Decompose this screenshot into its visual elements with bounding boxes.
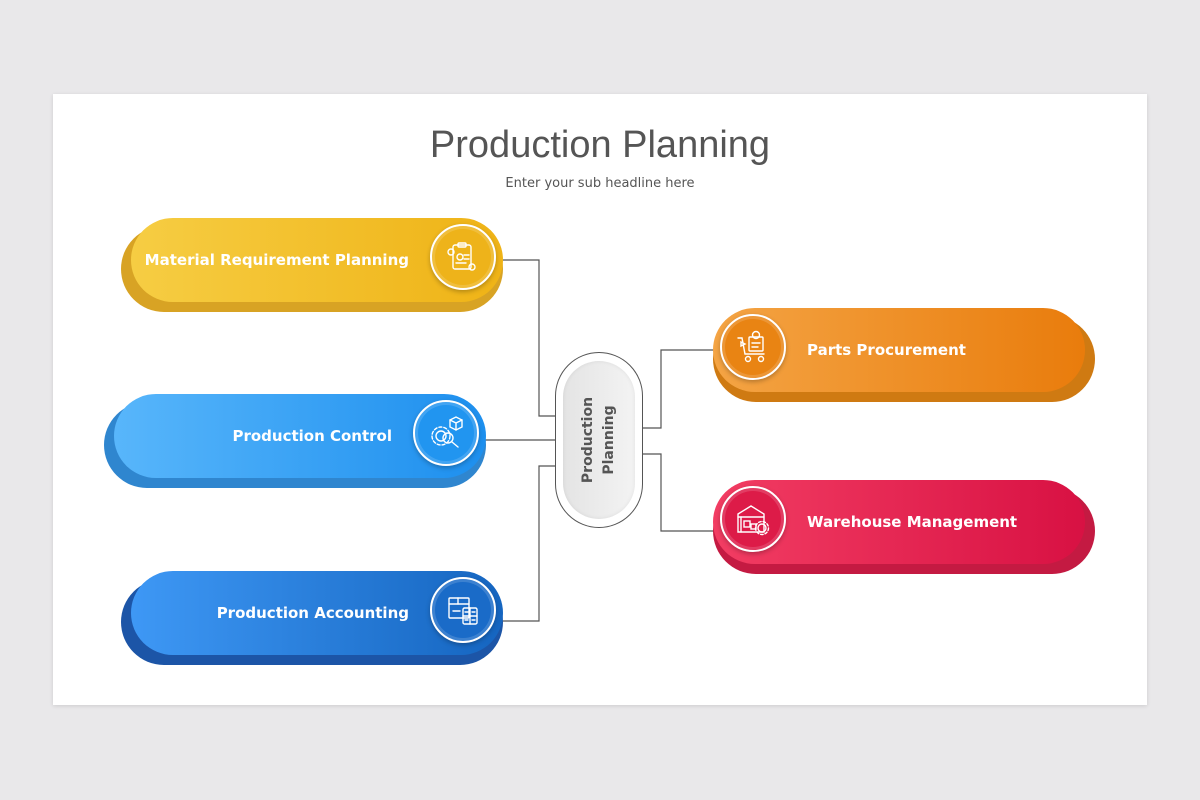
center-node-inner: Production Planning: [563, 361, 635, 519]
clipboard-checklist-icon: [447, 242, 476, 271]
center-node: Production Planning: [555, 352, 643, 528]
icon-badge: [413, 400, 479, 466]
page-title: Production Planning: [429, 124, 771, 166]
connector-production-accounting: [503, 465, 555, 622]
pill: Warehouse Management: [713, 480, 1085, 564]
icon-badge: [430, 224, 496, 290]
pill: Parts Procurement: [713, 308, 1085, 392]
node-parts-procurement: Parts Procurement: [713, 308, 1095, 402]
pill: Production Control: [114, 394, 486, 478]
node-warehouse-management: Warehouse Management: [713, 480, 1095, 574]
slide: Production Planning Enter your sub headl…: [53, 94, 1147, 705]
page-subtitle: Enter your sub headline here: [505, 176, 695, 191]
box-calculator-icon: [448, 597, 478, 625]
connector-mrp: [503, 259, 555, 417]
node-production-accounting: Production Accounting: [121, 571, 503, 665]
icon-badge: [430, 577, 496, 643]
pill: Production Accounting: [131, 571, 503, 655]
cart-document-icon: [737, 330, 765, 363]
gear-magnifier-icon: [431, 416, 463, 448]
connector-parts-procurement: [643, 349, 715, 429]
icon-badge: [720, 314, 786, 380]
pill: Material Requirement Planning: [131, 218, 503, 302]
warehouse-gear-icon: [737, 505, 770, 536]
center-node-label: Production Planning: [580, 396, 617, 484]
icon-badge: [720, 486, 786, 552]
node-label: Production Accounting: [216, 604, 409, 622]
node-label: Material Requirement Planning: [144, 251, 409, 269]
node-label: Warehouse Management: [807, 513, 1018, 531]
node-label: Parts Procurement: [807, 341, 966, 359]
node-label: Production Control: [232, 427, 392, 445]
connector-warehouse-management: [643, 453, 715, 532]
connector-lines: [485, 259, 715, 622]
node-production-control: Production Control: [104, 394, 486, 488]
node-material-requirement-planning: Material Requirement Planning: [121, 218, 503, 312]
